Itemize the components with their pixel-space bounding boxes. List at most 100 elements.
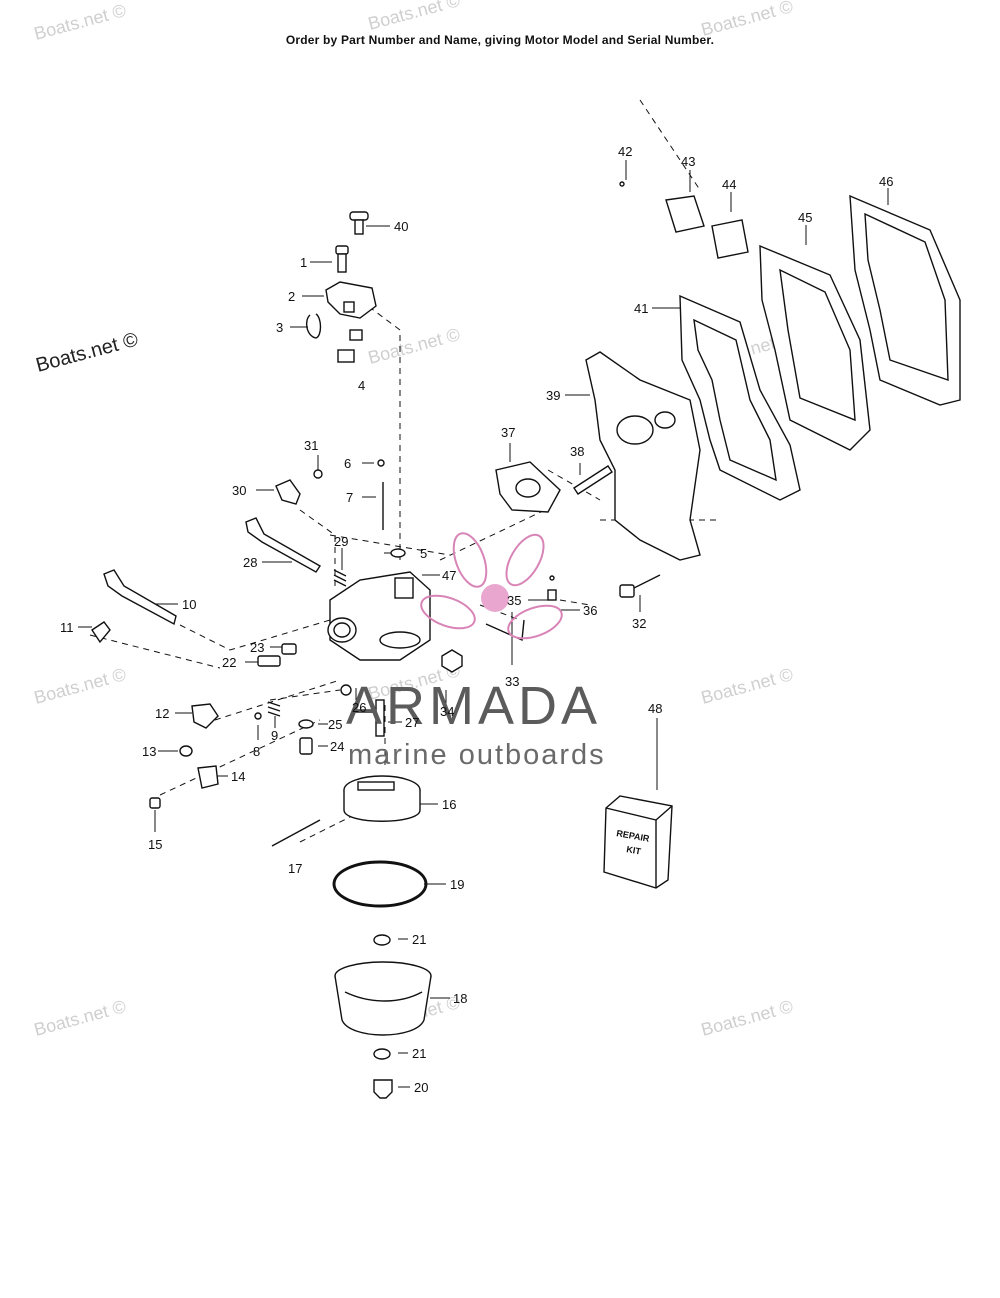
part-16-float: [343, 775, 421, 822]
part-4-block: [337, 349, 355, 363]
callout-24: 24: [330, 739, 344, 754]
part-14-bracket: [197, 765, 219, 789]
watermark: Boats.net ©: [699, 664, 795, 708]
callout-18: 18: [453, 991, 467, 1006]
part-30-plate: [275, 479, 301, 505]
part-3-clip: [305, 313, 322, 339]
part-28-shaft: [245, 517, 321, 573]
callout-11: 11: [60, 620, 74, 635]
brand-logo: ARMADA marine outboards: [346, 532, 606, 771]
part-4-block: [349, 329, 363, 341]
part-18-float-bowl: [334, 961, 432, 1036]
part-13-washer: [179, 745, 193, 757]
part-21-washer: [373, 934, 391, 946]
callout-12: 12: [155, 706, 169, 721]
part-39-manifold: [585, 351, 701, 561]
callout-46: 46: [879, 174, 893, 189]
part-6-ball: [377, 459, 385, 467]
part-8-ball: [254, 712, 262, 720]
part-27-nozzle: [375, 699, 385, 737]
callout-40: 40: [394, 219, 408, 234]
callout-30: 30: [232, 483, 246, 498]
callout-45: 45: [798, 210, 812, 225]
watermark: Boats.net ©: [366, 324, 462, 368]
part-19-gasket: [332, 860, 428, 908]
callout-15: 15: [148, 837, 162, 852]
part-22-screw: [257, 655, 281, 667]
part-48-repair-kit: [603, 795, 673, 889]
part-34-nut: [441, 649, 463, 673]
callout-2: 2: [288, 289, 295, 304]
part-9-spring: [267, 701, 281, 717]
repair-kit-line2: KIT: [626, 844, 643, 856]
leader-lines: [78, 160, 889, 1088]
assembly-lines: [89, 99, 720, 843]
callout-19: 19: [450, 877, 464, 892]
part-42-screw: [619, 181, 625, 187]
brand-name: ARMADA: [346, 676, 601, 736]
part-24-jet: [299, 737, 313, 755]
part-20-plug: [373, 1079, 393, 1099]
watermark: Boats.net ©: [699, 996, 795, 1040]
part-43-reed: [665, 195, 705, 233]
callout-37: 37: [501, 425, 515, 440]
propeller-icon: [420, 532, 563, 640]
callout-20: 20: [414, 1080, 428, 1095]
callout-13: 13: [142, 744, 156, 759]
callout-31: 31: [304, 438, 318, 453]
callout-42: 42: [618, 144, 632, 159]
watermark: Boats.net ©: [34, 328, 141, 376]
callout-36: 36: [583, 603, 597, 618]
watermark: Boats.net ©: [699, 0, 795, 40]
part-23-screw: [281, 643, 297, 655]
brand-tagline: marine outboards: [348, 739, 606, 771]
callout-26: 26: [352, 700, 366, 715]
part-40-screw: [349, 211, 369, 235]
part-41-gasket: [679, 294, 801, 501]
watermark: Boats.net ©: [366, 0, 462, 34]
part-1-screw: [335, 245, 349, 273]
callout-39: 39: [546, 388, 560, 403]
callout-5: 5: [420, 546, 427, 561]
callout-47: 47: [442, 568, 456, 583]
part-33-rod: [485, 619, 525, 642]
part-5-ring: [390, 548, 406, 558]
callout-44: 44: [722, 177, 736, 192]
callout-17: 17: [288, 861, 302, 876]
watermark: Boats.net ©: [32, 664, 128, 708]
page-header: Order by Part Number and Name, giving Mo…: [285, 33, 715, 47]
part-47-carburetor-body: [327, 571, 431, 661]
callout-14: 14: [231, 769, 245, 784]
part-29-spring: [333, 569, 347, 587]
callout-21-lower: 21: [412, 1046, 426, 1061]
callout-7: 7: [346, 490, 353, 505]
part-32-bolt: [619, 574, 661, 598]
callout-38: 38: [570, 444, 584, 459]
callout-25: 25: [328, 717, 342, 732]
part-36-clip: [549, 575, 555, 581]
callout-6: 6: [344, 456, 351, 471]
callout-34: 34: [440, 704, 454, 719]
callout-4: 4: [358, 378, 365, 393]
part-45-reed-plate: [759, 244, 871, 451]
part-25-washer: [298, 719, 314, 729]
part-17-pin: [271, 819, 321, 847]
part-35-pin: [547, 589, 557, 601]
callout-labels: 40 1 2 3 4 31 6 7 30 29 5 28 47 10 11 23…: [60, 144, 893, 1095]
callout-29: 29: [334, 534, 348, 549]
watermark: Boats.net ©: [32, 996, 128, 1040]
callout-23: 23: [250, 640, 264, 655]
callout-33: 33: [505, 674, 519, 689]
callout-28: 28: [243, 555, 257, 570]
callout-10: 10: [182, 597, 196, 612]
callout-22: 22: [222, 655, 236, 670]
part-11-lever: [91, 621, 111, 644]
part-12-cam: [191, 703, 219, 729]
watermark: Boats.net ©: [32, 0, 128, 44]
callout-8: 8: [253, 744, 260, 759]
part-15-screw: [149, 797, 161, 809]
callout-16: 16: [442, 797, 456, 812]
part-10-shaft: [103, 569, 177, 626]
callout-35: 35: [507, 593, 521, 608]
